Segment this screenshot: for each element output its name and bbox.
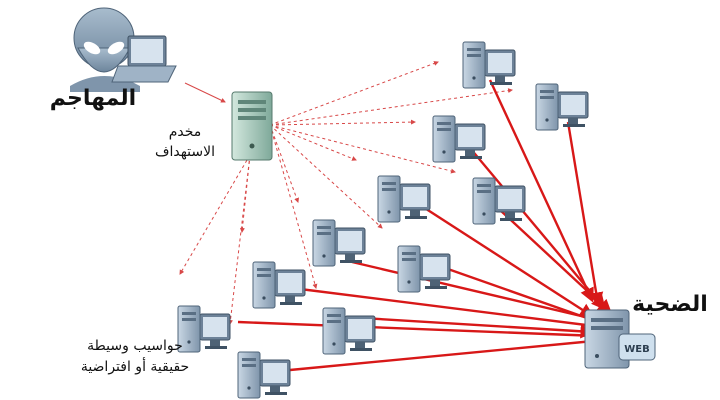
command-line-2 bbox=[269, 88, 513, 126]
attack-line-10 bbox=[237, 320, 601, 343]
proxy-computer-3-icon bbox=[432, 115, 486, 163]
attack-line-5 bbox=[419, 203, 595, 318]
proxy-computer-11-icon bbox=[237, 351, 291, 399]
proxy-computer-1-icon bbox=[462, 41, 516, 89]
command-line-1 bbox=[269, 61, 439, 126]
attack-line-11 bbox=[289, 333, 607, 372]
command-line-4 bbox=[269, 124, 456, 174]
proxies-label-line2: حقيقية أو افتراضية bbox=[80, 359, 190, 375]
proxy-computer-7-icon bbox=[397, 245, 451, 293]
command-lines bbox=[179, 61, 513, 325]
command-line-3 bbox=[269, 119, 416, 126]
command-line-11 bbox=[227, 154, 251, 325]
proxy-computer-4-icon bbox=[472, 177, 526, 225]
target-server-label-line2: الاستهداف bbox=[154, 144, 216, 160]
command-line-6 bbox=[269, 124, 299, 203]
target-server-label-line1: مخدم bbox=[168, 124, 202, 140]
attack-line-1 bbox=[488, 79, 594, 303]
victim-label: الضحية bbox=[632, 292, 708, 317]
target-server-label: مخدم الاستهداف bbox=[140, 122, 230, 162]
proxy-computer-2-icon bbox=[535, 83, 589, 131]
proxy-computer-6-icon bbox=[312, 219, 366, 267]
alien-with-laptop-icon bbox=[70, 7, 177, 92]
attack-line-6 bbox=[351, 260, 601, 325]
attack-lines bbox=[237, 79, 613, 372]
attack-line-3 bbox=[469, 147, 606, 311]
attack-line-4 bbox=[499, 209, 613, 314]
web-badge-text: WEB bbox=[624, 344, 649, 355]
command-line-10 bbox=[179, 154, 251, 275]
proxy-computer-5-icon bbox=[377, 175, 431, 223]
proxies-label: حواسيب وسيطة حقيقية أو افتراضية bbox=[60, 336, 210, 378]
attack-line-7 bbox=[427, 260, 607, 327]
nodes: WEB bbox=[70, 7, 656, 399]
server-tower-icon bbox=[231, 91, 273, 161]
web-server-icon: WEB bbox=[584, 309, 656, 369]
proxies-label-line1: حواسيب وسيطة bbox=[87, 338, 183, 354]
attacker-to-server-line bbox=[184, 82, 226, 103]
attack-line-8 bbox=[291, 286, 613, 334]
proxy-computer-10-icon bbox=[177, 305, 231, 353]
command-line-7 bbox=[269, 124, 383, 229]
proxy-computer-8-icon bbox=[252, 261, 306, 309]
command-line-5 bbox=[269, 124, 357, 161]
command-line-9 bbox=[269, 124, 318, 289]
attacker-label: المهاجم bbox=[49, 86, 137, 111]
attack-line-2 bbox=[566, 121, 604, 307]
proxy-computer-9-icon bbox=[322, 307, 376, 355]
attack-line-9 bbox=[361, 316, 595, 339]
